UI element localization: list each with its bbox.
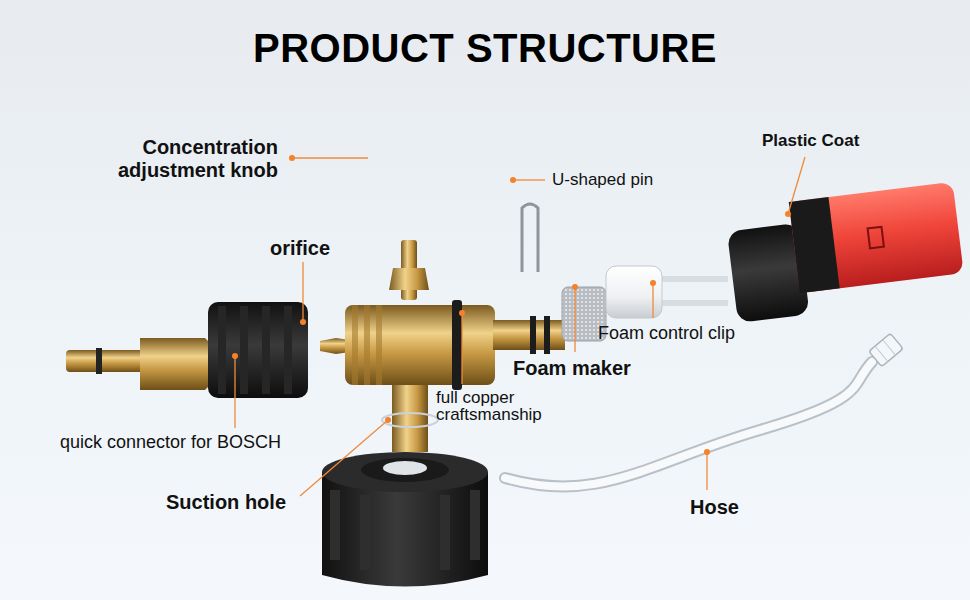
foam-control-clip bbox=[606, 266, 728, 318]
leader-lines-shape bbox=[300, 319, 306, 325]
foam-control-clip-shape bbox=[660, 300, 728, 306]
plastic-coat bbox=[724, 182, 966, 323]
part-label: Foam maker bbox=[513, 356, 631, 380]
leader-lines-shape bbox=[300, 420, 388, 496]
quick-connector-shape bbox=[96, 348, 102, 374]
hose-illustration-shape-shape bbox=[883, 340, 896, 355]
title: PRODUCT STRUCTURE bbox=[253, 26, 717, 71]
bottle-cap bbox=[322, 452, 488, 587]
part-label: Suction hole bbox=[166, 490, 286, 514]
leader-lines-shape bbox=[385, 417, 391, 423]
plastic-coat-shape bbox=[789, 197, 840, 293]
quick-connector-shape bbox=[284, 306, 292, 394]
plastic-coat-shape bbox=[789, 182, 964, 293]
quick-connector-shape bbox=[240, 306, 248, 394]
leader-lines-shape bbox=[513, 179, 545, 180]
leader-lines-shape bbox=[232, 353, 238, 359]
quick-connector-shape bbox=[140, 338, 215, 390]
part-label: full copper craftsmanship bbox=[436, 389, 568, 423]
leader-lines-shape bbox=[706, 452, 707, 490]
leader-lines-shape bbox=[785, 211, 791, 217]
foam-control-clip-shape bbox=[606, 266, 662, 318]
foam-control-clip-shape bbox=[660, 276, 728, 282]
quick-connector-shape bbox=[218, 306, 226, 394]
valve-body-shape bbox=[493, 320, 565, 350]
leader-lines-shape bbox=[788, 157, 805, 214]
leader-lines-shape bbox=[302, 262, 303, 320]
u-pin bbox=[522, 204, 538, 272]
quick-connector-shape bbox=[262, 306, 270, 394]
leader-lines-shape bbox=[572, 284, 578, 290]
leader-lines-shape bbox=[234, 356, 235, 428]
bottle-cap-shape bbox=[360, 495, 370, 570]
bottle-cap-shape bbox=[361, 458, 449, 482]
hose-illustration-shape-shape bbox=[875, 346, 888, 361]
leader-lines-shape bbox=[652, 283, 653, 318]
part-label: orifice bbox=[270, 236, 330, 260]
leader-lines-shape bbox=[574, 287, 575, 352]
hose-illustration-shape bbox=[869, 333, 903, 366]
bottle-cap-shape bbox=[330, 490, 340, 560]
valve-body-shape bbox=[345, 305, 495, 385]
quick-connector-shape bbox=[208, 302, 308, 398]
leader-lines bbox=[232, 155, 805, 496]
bottle-cap-shape bbox=[383, 461, 427, 475]
leader-lines-shape bbox=[292, 157, 368, 158]
leader-lines-shape bbox=[510, 177, 516, 183]
bottle-cap-shape bbox=[322, 452, 488, 492]
u-pin-shape bbox=[522, 204, 538, 272]
hose-illustration bbox=[505, 333, 903, 486]
part-label: U-shaped pin bbox=[552, 170, 653, 190]
hose-illustration-shape bbox=[505, 362, 872, 487]
part-label: Plastic Coat bbox=[762, 131, 859, 151]
hose-illustration-shape bbox=[505, 362, 872, 487]
leader-lines-shape bbox=[459, 310, 465, 316]
valve-body-shape bbox=[530, 316, 536, 354]
part-label: Foam control clip bbox=[598, 323, 735, 345]
valve-body-shape bbox=[376, 305, 382, 385]
leader-lines-shape bbox=[461, 313, 462, 384]
valve-body-shape bbox=[382, 413, 438, 427]
part-label: Hose bbox=[690, 495, 739, 519]
valve-body-shape bbox=[364, 305, 370, 385]
plastic-coat-shape bbox=[868, 227, 884, 249]
quick-connector bbox=[66, 302, 308, 398]
valve-body-shape bbox=[544, 316, 550, 354]
hose-illustration-shape-shape bbox=[869, 333, 903, 366]
valve-body-shape bbox=[352, 305, 358, 385]
bottle-cap-shape bbox=[470, 490, 480, 560]
valve-body-shape bbox=[389, 268, 429, 290]
part-label: quick connector for BOSCH bbox=[60, 432, 281, 454]
bottle-cap-shape bbox=[440, 495, 450, 570]
leader-lines-shape bbox=[704, 449, 710, 455]
leader-lines-shape bbox=[650, 280, 656, 286]
part-label: Concentration adjustment knob bbox=[92, 136, 278, 182]
leader-lines-shape bbox=[289, 155, 295, 161]
quick-connector-shape bbox=[66, 350, 146, 372]
